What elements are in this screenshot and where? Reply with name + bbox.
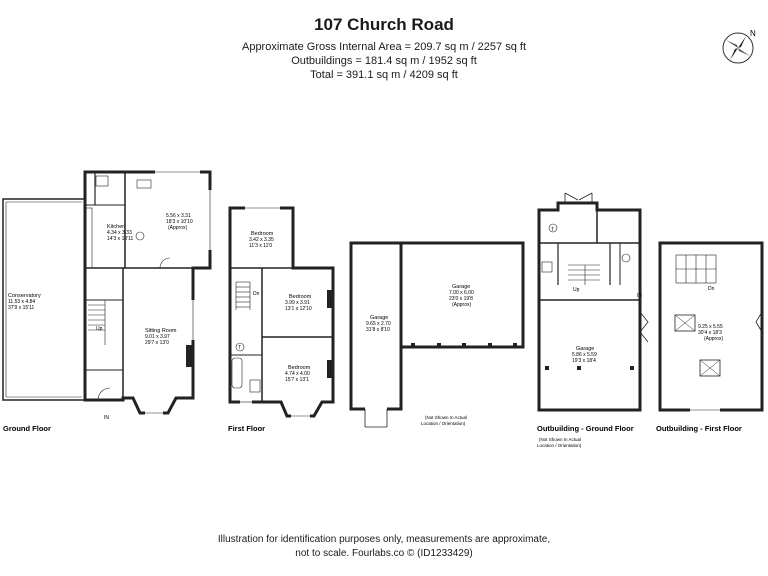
kitchen-imperial: 14'3 x 10'11 [107, 236, 134, 242]
disclaimer-line-1: Illustration for identification purposes… [217, 534, 551, 545]
floor-label-first: First Floor [228, 424, 265, 433]
outbuilding-entrance: IN [637, 293, 642, 299]
garage-long-size: 9.65 x 2.70 [366, 321, 391, 327]
ff-toilet-mark: T [238, 345, 241, 351]
garage-big-size: 7.00 x 6.00 [449, 290, 474, 296]
gf-room-note: (Approx) [168, 225, 188, 231]
conservatory-imperial: 37'9 x 15'11 [8, 305, 35, 311]
garage-big-note: (Approx) [452, 302, 472, 308]
compass-north-label: N [750, 29, 756, 38]
outbuilding-note-line-1: (Not Shown In Actual [539, 437, 581, 442]
outbuilding-toilet-mark: T [551, 227, 554, 233]
disclaimer-line-2: not to scale. Fourlabs.co © (ID1233429) [295, 548, 473, 559]
bedroom-1-name: Bedroom [251, 231, 274, 237]
total-area: Total = 391.1 sq m / 4209 sq ft [310, 69, 458, 81]
gf-entrance: IN [104, 415, 109, 421]
compass-icon: N [722, 29, 756, 64]
garage-big-imperial: 23'0 x 19'8 [449, 296, 473, 302]
outbuilding-garage-imperial: 19'3 x 18'4 [572, 358, 596, 364]
bedroom-3-size: 4.74 x 4.00 [285, 371, 310, 377]
ground-floor-plan [2, 170, 212, 415]
garage-long-name: Garage [370, 315, 388, 321]
kitchen-size: 4.34 x 3.33 [107, 230, 132, 236]
ff-stairs-down: Dn [253, 291, 260, 297]
outbuilding-upper-stairs-down: Dn [708, 286, 715, 292]
outbuildings-area: Outbuildings = 181.4 sq m / 1952 sq ft [291, 55, 477, 67]
sitting-room-imperial: 29'7 x 13'0 [145, 340, 169, 346]
garage-long-imperial: 31'8 x 8'10 [366, 327, 390, 333]
page-title: 107 Church Road [314, 15, 454, 34]
gf-room-imperial: 18'3 x 10'10 [166, 219, 193, 225]
outbuilding-garage-size: 5.86 x 5.59 [572, 352, 597, 358]
outbuilding-ground-plan [537, 192, 649, 412]
bedroom-1-imperial: 11'3 x 11'0 [249, 243, 272, 249]
first-floor-plan [228, 206, 335, 418]
bedroom-1-size: 3.42 x 3.35 [249, 237, 274, 243]
kitchen-name: Kitchen [107, 224, 125, 230]
bedroom-2-imperial: 13'1 x 12'10 [285, 306, 312, 312]
outbuilding-upper-imperial: 30'4 x 18'3 [698, 330, 722, 336]
floor-label-outbuilding-ground: Outbuilding - Ground Floor [537, 424, 634, 433]
outbuilding-note-line-2: Location / Orientation) [537, 443, 582, 448]
bedroom-3-name: Bedroom [288, 365, 311, 371]
gross-internal-area: Approximate Gross Internal Area = 209.7 … [241, 41, 526, 53]
outbuilding-first-plan [658, 241, 764, 412]
gf-stairs-up: Up [96, 326, 103, 332]
gf-room-size: 5.56 x 3.31 [166, 213, 191, 219]
garages-plan [349, 241, 525, 428]
bedroom-3-imperial: 15'7 x 13'1 [285, 377, 309, 383]
bedroom-2-size: 3.99 x 3.91 [285, 300, 310, 306]
sitting-room-size: 9.01 x 3.97 [145, 334, 170, 340]
floor-label-ground: Ground Floor [3, 424, 51, 433]
garage-note-line-1: (Not Shown In Actual [425, 415, 467, 420]
outbuilding-upper-size: 9.25 x 5.55 [698, 324, 723, 330]
sitting-room-name: Sitting Room [145, 328, 177, 334]
bedroom-2-name: Bedroom [289, 294, 312, 300]
floor-label-outbuilding-first: Outbuilding - First Floor [656, 424, 742, 433]
outbuilding-garage-name: Garage [576, 346, 594, 352]
garage-big-name: Garage [452, 284, 470, 290]
garage-note-line-2: Location / Orientation) [421, 421, 466, 426]
conservatory-name: Conservatory [8, 293, 41, 299]
outbuilding-upper-note: (Approx) [704, 336, 724, 342]
outbuilding-stairs-up: Up [573, 287, 580, 293]
conservatory-size: 11.53 x 4.84 [8, 299, 35, 305]
